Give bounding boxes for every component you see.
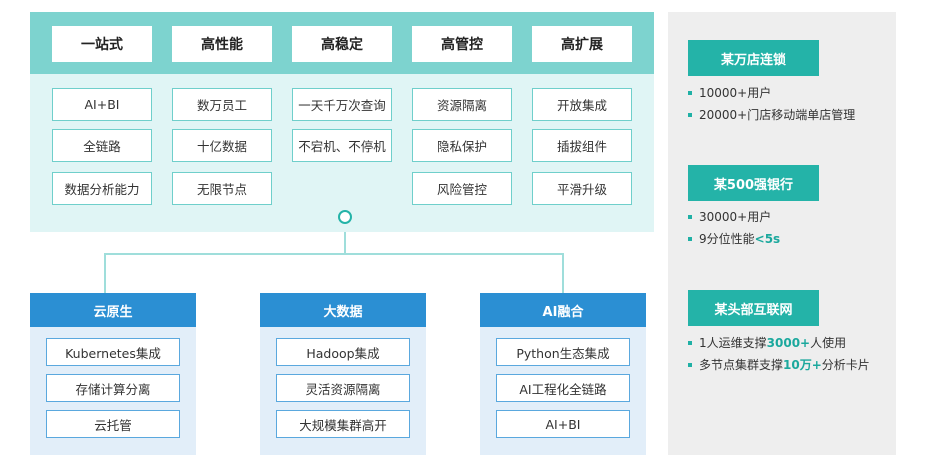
case-highlight: <5s <box>754 231 781 246</box>
bullet-icon <box>688 112 692 117</box>
bullet-icon <box>688 214 692 219</box>
group-item: AI工程化全链路 <box>496 374 630 402</box>
group-item: AI+BI <box>496 410 630 438</box>
group-title: AI融合 <box>480 293 646 327</box>
case-text: 9分位性能 <box>699 232 755 246</box>
pill-col-0: 一站式 <box>52 26 152 62</box>
feature-4-1: 插拔组件 <box>532 129 632 162</box>
case-highlight: 10万+ <box>783 358 822 372</box>
case-line-1-0: 30000+用户 <box>688 208 771 225</box>
bullet-icon <box>688 90 692 95</box>
case-highlight: 3000+ <box>766 335 811 350</box>
feature-1-2: 无限节点 <box>172 172 272 205</box>
feature-0-2: 数据分析能力 <box>52 172 152 205</box>
group-cloud-native: 云原生 Kubernetes集成 存储计算分离 云托管 <box>30 293 196 455</box>
group-title: 云原生 <box>30 293 196 327</box>
pill-col-4: 高扩展 <box>532 26 632 62</box>
bullet-icon <box>688 340 692 345</box>
bullet-icon <box>688 236 692 241</box>
feature-4-0: 开放集成 <box>532 88 632 121</box>
feature-2-1: 不宕机、不停机 <box>292 129 392 162</box>
case-line-2-1: 多节点集群支撑 10万+ 分析卡片 <box>688 356 870 373</box>
case-line-0-0: 10000+用户 <box>688 84 771 101</box>
feature-3-1: 隐私保护 <box>412 129 512 162</box>
group-item: 云托管 <box>46 410 180 438</box>
feature-1-1: 十亿数据 <box>172 129 272 162</box>
pill-col-3: 高管控 <box>412 26 512 62</box>
feature-3-2: 风险管控 <box>412 172 512 205</box>
group-item: Kubernetes集成 <box>46 338 180 366</box>
case-title-2: 某头部互联网 <box>688 290 819 326</box>
group-big-data: 大数据 Hadoop集成 灵活资源隔离 大规模集群高开 <box>260 293 426 455</box>
case-line-0-1: 20000+门店移动端单店管理 <box>688 106 855 123</box>
case-panel: 某万店连锁 10000+用户 20000+门店移动端单店管理 某500强银行 3… <box>668 12 896 455</box>
case-line-2-0: 1人运维支撑 3000+ 人使用 <box>688 334 846 351</box>
feature-4-2: 平滑升级 <box>532 172 632 205</box>
capability-header: 一站式 高性能 高稳定 高管控 高扩展 <box>30 12 654 74</box>
pill-col-2: 高稳定 <box>292 26 392 62</box>
group-ai-fusion: AI融合 Python生态集成 AI工程化全链路 AI+BI <box>480 293 646 455</box>
case-title-1: 某500强银行 <box>688 165 819 201</box>
group-item: Python生态集成 <box>496 338 630 366</box>
case-title-0: 某万店连锁 <box>688 40 819 76</box>
group-item: Hadoop集成 <box>276 338 410 366</box>
bullet-icon <box>688 362 692 367</box>
group-item: 灵活资源隔离 <box>276 374 410 402</box>
feature-0-1: 全链路 <box>52 129 152 162</box>
group-title: 大数据 <box>260 293 426 327</box>
case-line-1-1: 9分位性能 <5s <box>688 230 780 247</box>
feature-0-0: AI+BI <box>52 88 152 121</box>
case-text: 分析卡片 <box>821 358 870 372</box>
case-text: 1人运维支撑 <box>699 336 767 350</box>
group-item: 存储计算分离 <box>46 374 180 402</box>
case-text: 多节点集群支撑 <box>699 358 784 372</box>
pill-col-1: 高性能 <box>172 26 272 62</box>
case-text: 30000+用户 <box>699 210 772 224</box>
capability-panel: 一站式 高性能 高稳定 高管控 高扩展 AI+BI 全链路 数据分析能力 数万员… <box>30 12 654 232</box>
feature-2-0: 一天千万次查询 <box>292 88 392 121</box>
group-item: 大规模集群高开 <box>276 410 410 438</box>
case-text: 10000+用户 <box>699 86 772 100</box>
feature-1-0: 数万员工 <box>172 88 272 121</box>
case-text: 人使用 <box>810 336 847 350</box>
case-text: 20000+门店移动端单店管理 <box>699 108 856 122</box>
feature-3-0: 资源隔离 <box>412 88 512 121</box>
